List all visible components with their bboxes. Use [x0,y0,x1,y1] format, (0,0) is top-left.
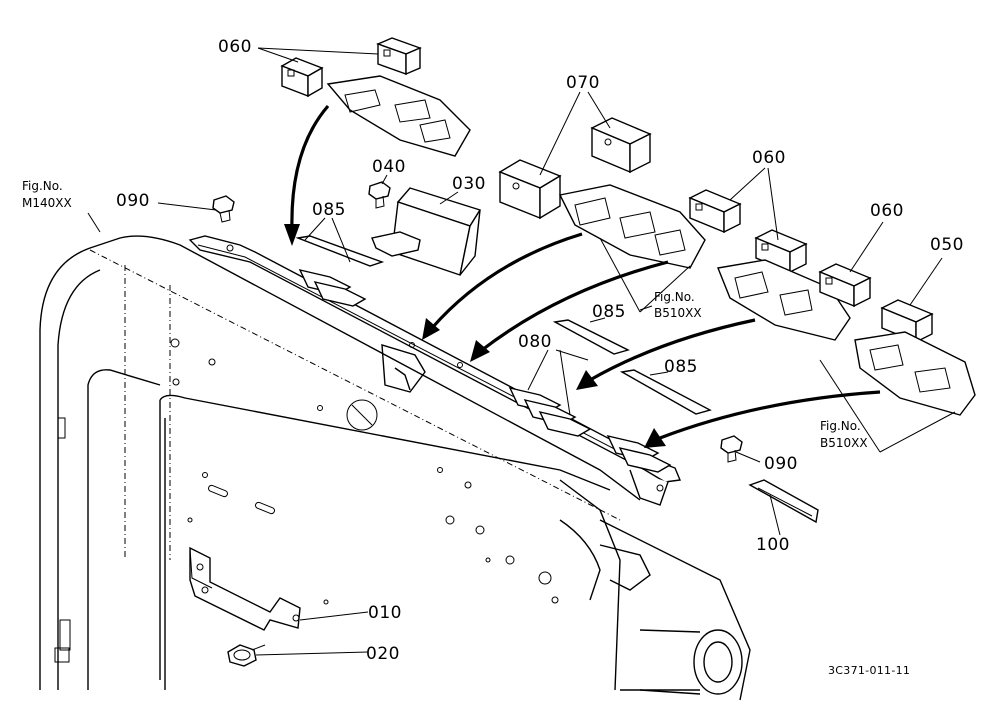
label-060-mid: 060 [752,148,786,168]
bolt-090-right [720,435,743,463]
relay-060-mid-a [688,189,742,234]
label-090-left: 090 [116,191,150,211]
label-030: 030 [452,174,486,194]
assembly-arrows [284,104,881,448]
drawing-code: 3C371-011-11 [828,664,910,677]
part-labels: 060 070 060 060 050 090 040 030 085 085 … [116,37,964,664]
flasher-unit-030 [371,187,482,276]
lower-bracket-010 [189,546,329,631]
relay-070-b [590,117,652,174]
main-panel [39,235,751,701]
gasket-085-left [295,235,385,267]
label-060-right: 060 [870,201,904,221]
figref-right-title: Fig.No. [820,419,861,433]
figref-mid-title: Fig.No. [654,290,695,304]
label-080: 080 [518,332,552,352]
label-060-top: 060 [218,37,252,57]
label-085-left: 085 [312,200,346,220]
relay-socket-cluster-right-b [854,331,976,416]
relay-socket-cluster-top [326,75,471,157]
label-050: 050 [930,235,964,255]
relay-socket-cluster-mid [558,184,706,269]
figref-left-title: Fig.No. [22,179,63,193]
gasket-085-mid [552,319,630,355]
bolt-040 [368,181,391,209]
leader-lines [87,47,956,656]
relay-060-mid-b [754,229,808,274]
rubber-strip-100 [748,479,819,524]
label-085-right: 085 [664,357,698,377]
bolt-020 [227,644,266,667]
label-100: 100 [756,535,790,555]
relay-mounting-bracket [188,235,681,506]
label-085-mid: 085 [592,302,626,322]
relay-070-a [498,159,562,220]
bolt-090-left [212,195,235,223]
label-020: 020 [366,644,400,664]
relay-socket-cluster-right-a [717,259,851,341]
relay-060-top-a [280,57,324,98]
figref-right-code: B510XX [820,436,868,450]
gasket-085-right [619,369,712,415]
label-040: 040 [372,157,406,177]
figure-references: Fig.No. M140XX Fig.No. B510XX Fig.No. B5… [22,179,868,450]
relay-060-right [818,263,872,308]
relay-060-top-b [376,37,422,76]
label-010: 010 [368,603,402,623]
figref-mid-code: B510XX [654,306,702,320]
label-070: 070 [566,73,600,93]
figref-left-code: M140XX [22,196,72,210]
label-090-right: 090 [764,454,798,474]
